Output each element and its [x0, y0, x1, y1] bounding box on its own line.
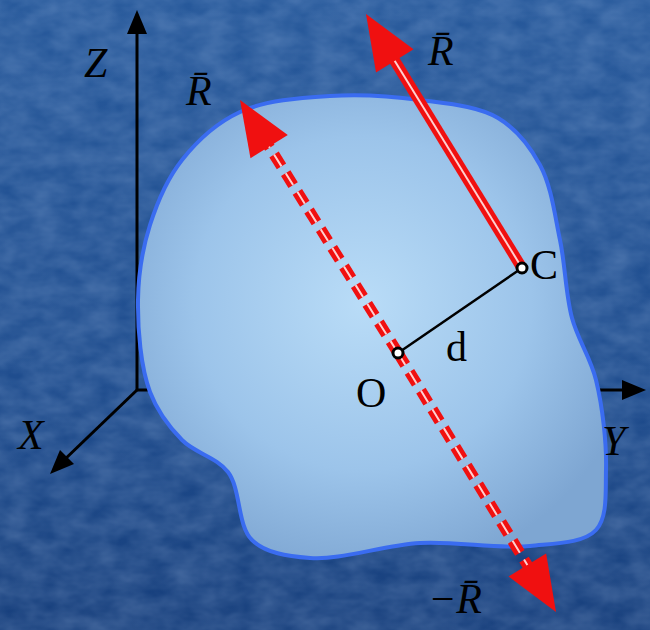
body-figure: [138, 14, 606, 612]
point: [393, 348, 403, 358]
distance-label: d: [446, 324, 467, 370]
x-axis: [62, 390, 137, 462]
point: [517, 263, 527, 273]
axis-label: X: [18, 412, 44, 458]
arrow-head: [622, 380, 646, 400]
arrow-head: [50, 450, 74, 474]
axis-label: Z: [84, 42, 107, 84]
axis-label: Y: [602, 418, 625, 464]
axis-label: Y: [602, 420, 625, 462]
force-label: −R̄: [428, 576, 482, 622]
force-line: [398, 353, 531, 571]
force-line-highlight: [398, 353, 531, 571]
point-label: O: [356, 372, 386, 414]
dashed-reverse-force-arrow: [398, 353, 556, 612]
arrow-head: [509, 554, 556, 612]
distance-label: d: [446, 326, 467, 368]
force-label: R̄: [428, 28, 454, 74]
point-label: C: [530, 244, 558, 286]
force-line: [391, 55, 522, 268]
force-line-highlight: [265, 141, 398, 353]
force-label: R̄: [428, 30, 454, 72]
dashed-force-arrow: [240, 100, 398, 353]
force-label: −R̄: [428, 578, 482, 620]
force-arrow: [366, 14, 522, 268]
arrow-head: [240, 100, 288, 158]
force-label: R̄: [186, 70, 212, 112]
force-line: [265, 141, 398, 353]
arrow-head: [366, 14, 414, 72]
axis-label: X: [18, 414, 44, 456]
axis-label: Z: [84, 40, 107, 86]
point-label: O: [356, 370, 386, 416]
force-label: R̄: [186, 68, 212, 114]
arrow-head: [127, 10, 147, 34]
point-label: C: [530, 242, 558, 288]
rigid-body: [138, 95, 606, 558]
force-line-highlight: [391, 55, 522, 268]
